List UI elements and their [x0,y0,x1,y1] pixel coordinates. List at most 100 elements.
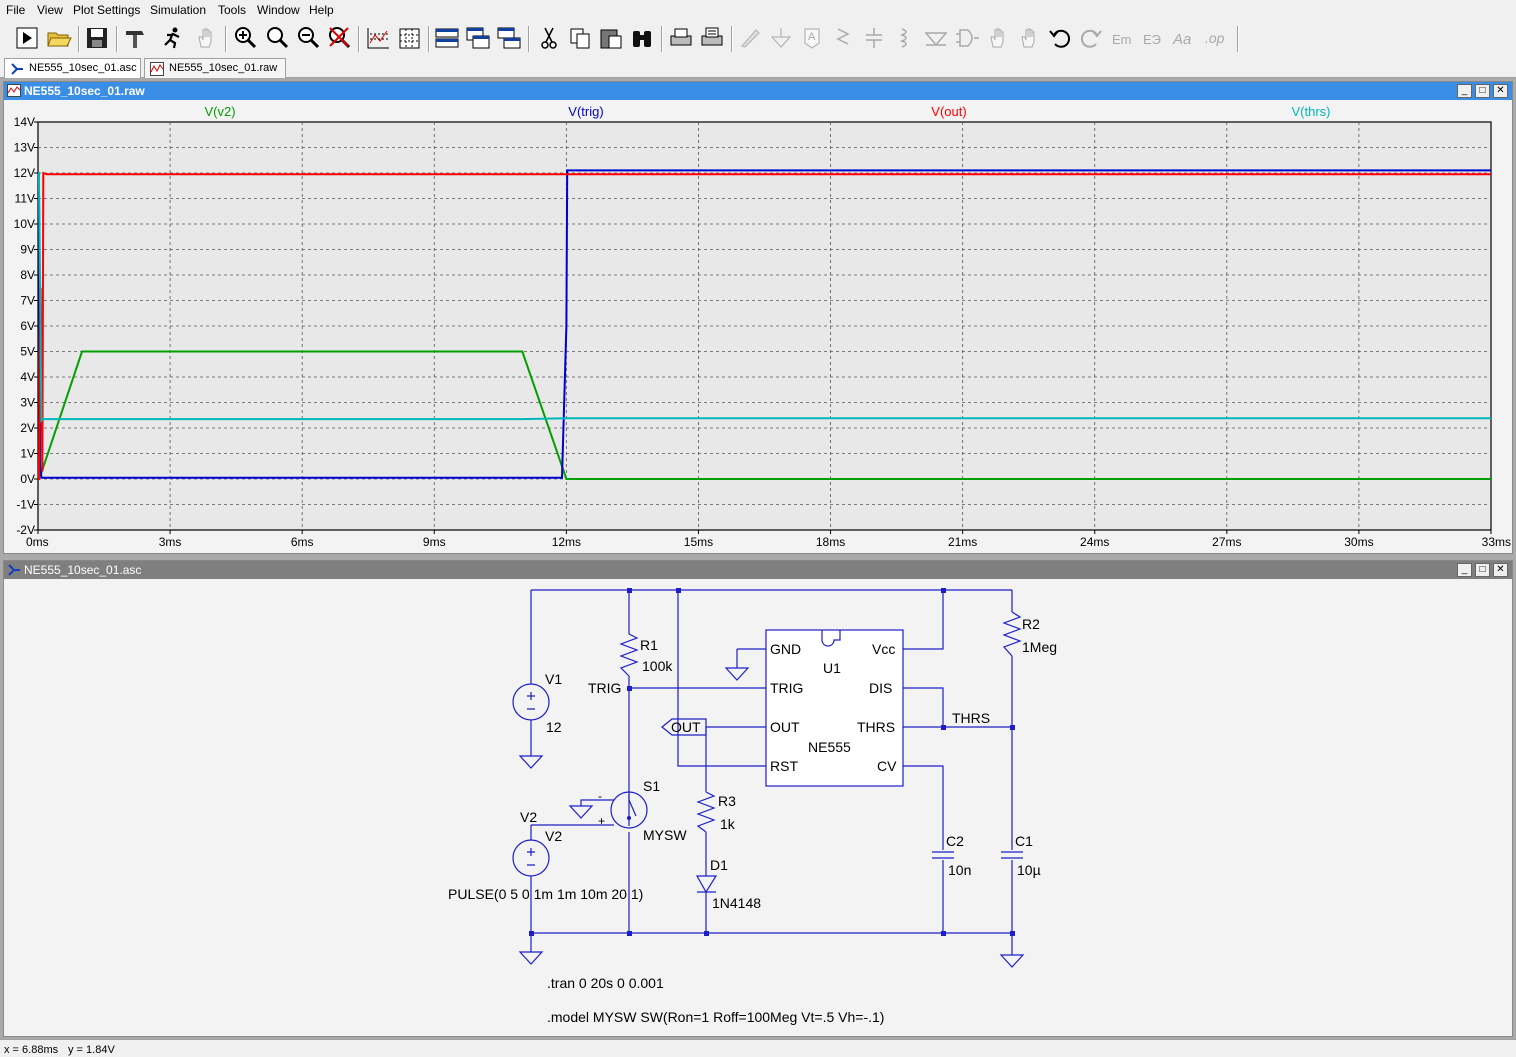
tile-vertical-icon[interactable] [496,25,522,51]
zoom-fit-icon[interactable] [264,25,290,51]
diode-d1[interactable] [695,875,718,894]
resistor-r3[interactable] [696,791,716,833]
drag-icon[interactable] [1016,25,1042,51]
y-tick-label: 1V [20,447,35,461]
menu-window[interactable]: Window [257,3,300,17]
running-man-icon[interactable] [160,25,186,51]
maximize-button[interactable]: □ [1475,563,1490,577]
voltage-source-v1[interactable] [512,683,550,721]
inductor-icon[interactable] [892,25,918,51]
menu-simulation[interactable]: Simulation [150,3,207,17]
scissors-icon[interactable] [536,25,562,51]
x-tick-label: 15ms [684,535,713,549]
legend-label[interactable]: V(thrs) [1292,104,1331,119]
menu-file[interactable]: File [6,3,26,17]
mirror-icon[interactable]: ЕЭ [1140,25,1166,51]
capacitor-c1[interactable] [1001,851,1023,859]
zoom-in-icon[interactable] [232,25,258,51]
tab-schematic[interactable]: NE555_10sec_01.asc [4,58,141,80]
legend-label[interactable]: V(v2) [204,104,235,119]
menu-help[interactable]: Help [309,3,334,17]
close-button[interactable]: ✕ [1493,84,1508,98]
capacitor-icon[interactable] [861,25,887,51]
move-icon[interactable] [985,25,1011,51]
waveform-plot[interactable]: 14V13V12V11V10V9V8V7V6V5V4V3V2V1V0V-1V-2… [4,100,1512,553]
y-tick-label: 4V [20,370,35,384]
r1-name: R1 [640,637,658,653]
v2-net-label: V2 [520,809,537,825]
label-icon[interactable]: A [799,25,825,51]
pin-dis: DIS [869,680,892,696]
c1-value: 10µ [1017,862,1041,878]
d1-name: D1 [710,857,728,873]
resistor-r1[interactable] [619,633,639,677]
schematic-canvas[interactable]: V1 12 V2 V2 PULSE(0 5 0 1m 1m 10m 20 1) … [4,579,1512,1036]
diode-icon[interactable] [923,25,949,51]
save-icon[interactable] [84,25,110,51]
tab-waveform[interactable]: NE555_10sec_01.raw [144,58,286,79]
menu-tools[interactable]: Tools [218,3,247,17]
schematic-window[interactable]: NE555_10sec_01.asc _ □ ✕ [3,560,1513,1037]
binoculars-icon[interactable] [629,25,655,51]
zoom-cancel-icon[interactable] [326,25,352,51]
x-tick-label: 18ms [816,535,845,549]
menu-view[interactable]: View [37,3,63,17]
trace-vout[interactable] [37,171,1491,480]
switch-s1[interactable] [610,791,648,829]
print-icon[interactable] [668,25,694,51]
ground-icon[interactable] [768,25,794,51]
grid-icon[interactable] [396,25,422,51]
trace-vthrs[interactable] [37,172,1491,424]
y-tick-label: -2V [16,523,35,537]
rotate-icon[interactable]: Em [1109,25,1135,51]
waveform-window-titlebar[interactable]: NE555_10sec_01.raw _ □ ✕ [4,82,1512,100]
x-tick-label: 24ms [1080,535,1109,549]
pin-out: OUT [770,719,800,735]
hand-icon[interactable] [193,25,219,51]
cursor-x-readout: x = 6.88ms [4,1044,59,1056]
paste-icon[interactable] [598,25,624,51]
x-tick-label: 9ms [423,535,446,549]
y-tick-label: 9V [20,243,35,257]
legend-label[interactable]: V(trig) [568,104,603,119]
spice-model-directive[interactable]: .model MYSW SW(Ron=1 Roff=100Meg Vt=.5 V… [547,1009,884,1025]
toolbar-separator [78,26,80,52]
redo-icon[interactable] [1078,25,1104,51]
tab-label: NE555_10sec_01.asc [29,62,137,74]
run-icon[interactable] [14,25,40,51]
c2-name: C2 [946,833,964,849]
plot-legend: V(v2) V(trig) V(out) V(thrs) [204,104,1330,119]
resistor-icon[interactable] [830,25,856,51]
minimize-button[interactable]: _ [1457,84,1472,98]
legend-label[interactable]: V(out) [931,104,966,119]
window-title: NE555_10sec_01.raw [24,84,145,98]
maximize-button[interactable]: □ [1475,84,1490,98]
text-icon[interactable]: Aa [1171,25,1197,51]
schematic-icon [7,563,21,579]
spice-tran-directive[interactable]: .tran 0 20s 0 0.001 [547,975,664,991]
minimize-button[interactable]: _ [1457,563,1472,577]
undo-icon[interactable] [1047,25,1073,51]
zoom-out-icon[interactable] [295,25,321,51]
component-icon[interactable] [954,25,980,51]
copy-icon[interactable] [567,25,593,51]
pencil-icon[interactable] [737,25,763,51]
toolbar-separator [116,26,118,52]
close-button[interactable]: ✕ [1493,563,1508,577]
hammer-icon[interactable] [122,25,148,51]
capacitor-c2[interactable] [932,851,954,859]
y-tick-label: 8V [20,268,35,282]
open-folder-icon[interactable] [46,25,72,51]
schematic-window-titlebar[interactable]: NE555_10sec_01.asc _ □ ✕ [4,561,1512,579]
autorange-icon[interactable] [365,25,391,51]
voltage-source-v2[interactable] [512,839,550,877]
print-setup-icon[interactable] [699,25,725,51]
resistor-r2[interactable] [1002,611,1022,657]
spice-directive-icon[interactable]: .op [1202,25,1228,51]
menu-plot-settings[interactable]: Plot Settings [73,3,141,17]
tab-label: NE555_10sec_01.raw [169,62,278,74]
ic-u1-ne555[interactable] [765,629,904,787]
tile-horizontal-icon[interactable] [434,25,460,51]
cascade-icon[interactable] [465,25,491,51]
